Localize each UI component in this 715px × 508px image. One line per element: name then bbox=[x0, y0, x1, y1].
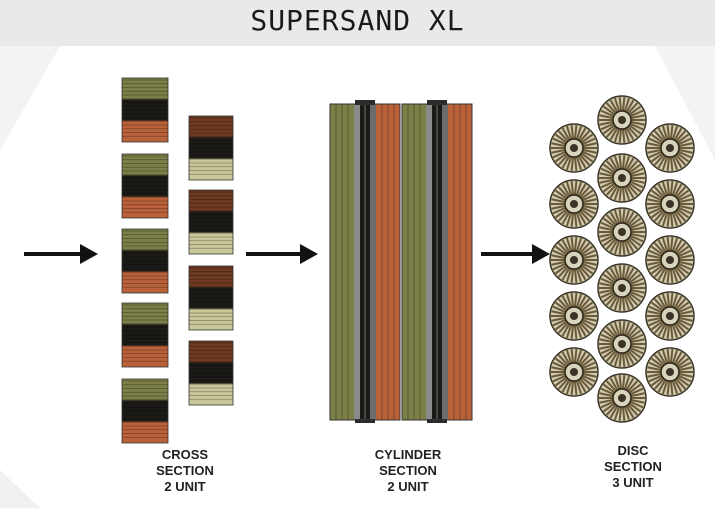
label-line: SECTION bbox=[604, 459, 662, 474]
cylinder-roller bbox=[329, 100, 401, 423]
disc-section-label: DISC SECTION 3 UNIT bbox=[573, 443, 693, 491]
cross-section-block bbox=[188, 340, 234, 406]
disc-brush bbox=[645, 179, 695, 229]
label-line: 3 UNIT bbox=[612, 475, 654, 490]
label-line: SECTION bbox=[379, 463, 437, 478]
disc-brush bbox=[597, 207, 647, 257]
label-line: CROSS bbox=[161, 447, 209, 462]
label-line: DISC bbox=[617, 443, 649, 458]
disc-brush bbox=[549, 235, 599, 285]
background-wedge bbox=[0, 470, 40, 508]
disc-brush bbox=[597, 319, 647, 369]
label-line: CYLINDER bbox=[374, 447, 442, 462]
disc-brush bbox=[597, 95, 647, 145]
cylinder-section-label: CYLINDER SECTION 2 UNIT bbox=[348, 447, 468, 495]
cross-section-column-right bbox=[188, 115, 234, 406]
disc-brush bbox=[597, 153, 647, 203]
cross-section-block bbox=[188, 115, 234, 181]
cross-section-block bbox=[121, 378, 169, 444]
cross-section-block bbox=[121, 302, 169, 368]
label-line: 2 UNIT bbox=[387, 479, 429, 494]
cross-section-block bbox=[121, 77, 169, 143]
disc-brush bbox=[549, 179, 599, 229]
cross-section-block bbox=[121, 153, 169, 219]
disc-brush bbox=[597, 373, 647, 423]
diagram-title: SUPERSAND XL bbox=[250, 4, 465, 37]
disc-brush bbox=[645, 291, 695, 341]
cylinder-roller bbox=[401, 100, 473, 423]
disc-section bbox=[549, 95, 695, 423]
cross-section-block bbox=[121, 228, 169, 294]
cross-section-block bbox=[188, 189, 234, 255]
disc-brush bbox=[645, 123, 695, 173]
cylinder-section bbox=[329, 100, 473, 423]
right-arrow-icon bbox=[481, 244, 550, 264]
cross-section-column-left bbox=[121, 77, 169, 444]
right-arrow-icon bbox=[246, 244, 318, 264]
label-line: 2 UNIT bbox=[164, 479, 206, 494]
title-band bbox=[0, 0, 715, 46]
disc-brush bbox=[597, 263, 647, 313]
disc-brush bbox=[549, 291, 599, 341]
cross-section-block bbox=[188, 265, 234, 331]
label-line: SECTION bbox=[156, 463, 214, 478]
background-wedge bbox=[655, 46, 715, 160]
disc-brush bbox=[645, 235, 695, 285]
disc-brush bbox=[549, 123, 599, 173]
background-wedge bbox=[0, 46, 60, 150]
disc-brush bbox=[549, 347, 599, 397]
disc-brush bbox=[645, 347, 695, 397]
right-arrow-icon bbox=[24, 244, 98, 264]
cross-section-label: CROSS SECTION 2 UNIT bbox=[125, 447, 245, 495]
